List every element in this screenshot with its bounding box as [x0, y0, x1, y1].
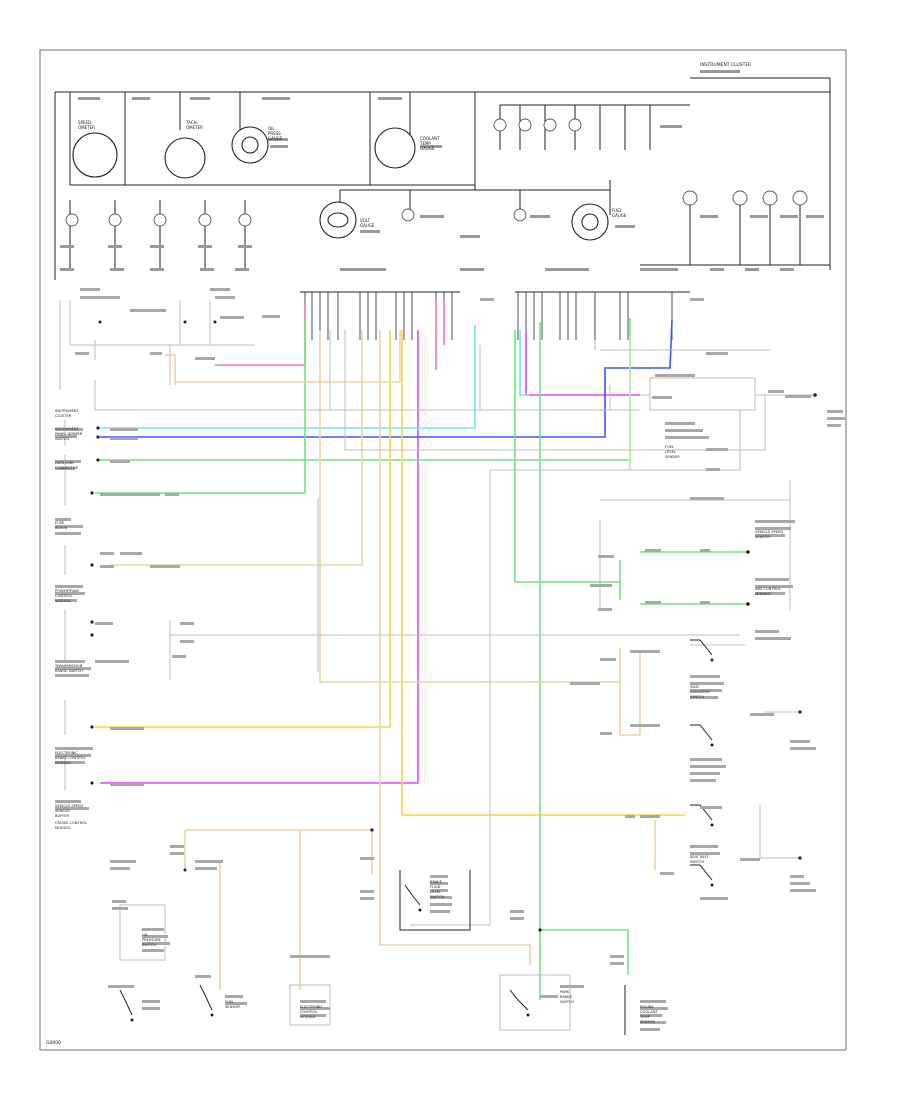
left-modules	[64, 300, 255, 790]
lower-tiny-label-marks	[55, 288, 845, 1031]
instrument-cluster-section	[54, 77, 831, 280]
indicator-bulb-icon	[401, 208, 415, 222]
coolant-temp-gauge-icon	[374, 127, 416, 169]
diagram-frame	[39, 49, 847, 1051]
gauge-label-tachometer: TACH-OMETER	[185, 120, 203, 130]
indicator-bulb-icon	[792, 190, 808, 206]
footer-code: G0000	[46, 1040, 61, 1046]
cluster-connector	[300, 291, 690, 340]
indicator-bulb-icon	[493, 118, 507, 132]
tachometer-gauge-icon	[164, 137, 206, 179]
indicator-bulb-icon	[153, 213, 167, 227]
indicator-bulb-icon	[513, 208, 527, 222]
indicator-bulb-icon	[762, 190, 778, 206]
speedometer-gauge-icon	[72, 132, 118, 178]
indicator-bulb-icon	[732, 190, 748, 206]
tiny-label-marks	[60, 70, 824, 271]
indicator-bulb-icon	[198, 213, 212, 227]
cluster-gauges	[72, 126, 609, 241]
indicator-bulb-icon	[543, 118, 557, 132]
colored-wires	[95, 300, 748, 1000]
instrument-cluster-label: INSTRUMENT CLUSTER	[700, 62, 751, 68]
indicator-bulbs	[65, 118, 808, 227]
bottom-components	[119, 828, 626, 1035]
indicator-bulb-icon	[682, 190, 698, 206]
right-components	[649, 377, 817, 887]
gauge-label-speedometer: SPEED-OMETER	[78, 120, 95, 130]
indicator-bulb-icon	[65, 213, 79, 227]
indicator-bulb-icon	[238, 213, 252, 227]
indicator-bulb-icon	[108, 213, 122, 227]
indicator-bulb-icon	[518, 118, 532, 132]
indicator-bulb-icon	[568, 118, 582, 132]
